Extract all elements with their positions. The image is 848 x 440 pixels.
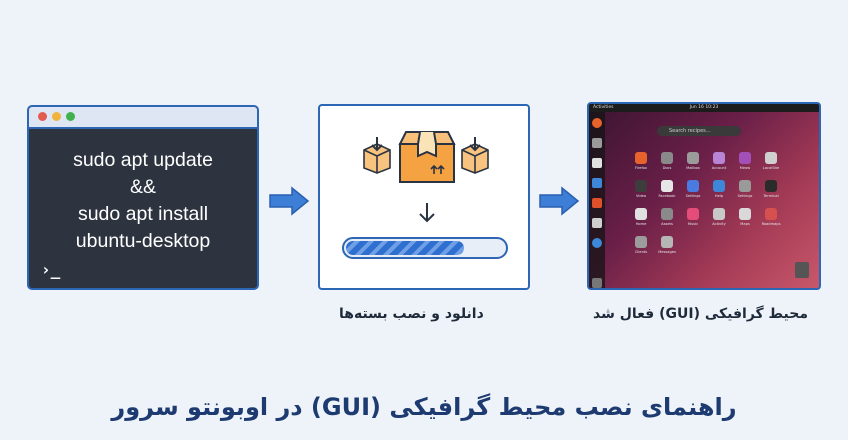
terminal-titlebar	[29, 107, 257, 129]
app-launcher: Assets	[655, 208, 679, 226]
app-label: Messages	[658, 250, 676, 254]
app-launcher: LocalSite	[759, 152, 783, 170]
app-launcher: Clients	[629, 236, 653, 254]
activities-label: Activities	[593, 105, 614, 110]
app-label: Settings	[737, 194, 753, 198]
app-icon	[687, 180, 699, 192]
app-label: Maps	[740, 222, 750, 226]
ubuntu-desktop-preview: Activities Jun 16 10:23 Search recipes..…	[587, 102, 821, 290]
app-launcher: Docs	[655, 152, 679, 170]
mail-icon	[592, 218, 602, 228]
clock-label: Jun 16 10:23	[689, 105, 719, 110]
app-launcher: Mailbox	[681, 152, 705, 170]
terminal-window: sudo apt update && sudo apt install ubun…	[27, 105, 259, 290]
app-launcher: Video	[629, 180, 653, 198]
app-label: Settings	[685, 194, 701, 198]
install-step-caption: دانلود و نصب بسته‌ها	[339, 306, 484, 322]
app-label: Docs	[662, 166, 672, 170]
app-label: Facebook	[658, 194, 676, 198]
download-box-icon	[363, 137, 391, 174]
app-grid-icon	[592, 278, 602, 288]
command-line: sudo apt update	[73, 149, 213, 171]
app-label: LocalSite	[762, 166, 780, 170]
app-launcher: Settings	[681, 180, 705, 198]
install-progress-bar	[342, 237, 508, 259]
app-icon	[739, 180, 751, 192]
app-launcher: Help	[707, 180, 731, 198]
app-launcher: Terminal	[759, 180, 783, 198]
app-icon	[635, 180, 647, 192]
app-icon	[635, 236, 647, 248]
desktop-dock	[589, 112, 605, 288]
maximize-dot-icon	[66, 112, 75, 121]
download-box-icon	[461, 137, 489, 174]
page-title: راهنمای نصب محیط گرافیکی (GUI) در اوبونت…	[111, 393, 737, 421]
app-label: Mailbox	[686, 166, 700, 170]
app-icon	[635, 152, 647, 164]
desktop-topbar: Activities Jun 16 10:23	[589, 104, 819, 112]
app-launcher: Facebook	[655, 180, 679, 198]
writer-icon	[592, 178, 602, 188]
app-icon	[765, 152, 777, 164]
app-icon	[661, 180, 673, 192]
app-label: Video	[635, 194, 647, 198]
app-icon	[713, 180, 725, 192]
app-icon	[661, 236, 673, 248]
app-icon	[635, 208, 647, 220]
app-icon	[687, 208, 699, 220]
app-icon	[713, 152, 725, 164]
app-launcher: Maps	[733, 208, 757, 226]
app-launcher: Meow	[733, 152, 757, 170]
app-launcher: Account	[707, 152, 731, 170]
desktop-step-caption: محیط گرافیکی (GUI) فعال شد	[593, 306, 809, 322]
terminal-command: sudo apt update && sudo apt install ubun…	[29, 147, 257, 255]
app-icon	[739, 208, 751, 220]
app-label: Home	[635, 222, 647, 226]
app-icon	[765, 208, 777, 220]
app-label: Activity	[712, 222, 726, 226]
app-icon	[661, 152, 673, 164]
app-launcher: Home	[629, 208, 653, 226]
terminal-prompt: ›_	[41, 260, 61, 279]
app-launcher: Firefox	[629, 152, 653, 170]
app-icon	[765, 180, 777, 192]
firefox-icon	[592, 118, 602, 128]
install-progress-fill	[346, 241, 464, 255]
files-icon	[592, 138, 602, 148]
minimize-dot-icon	[52, 112, 61, 121]
app-launcher: Roadmaps	[759, 208, 783, 226]
app-icon	[687, 152, 699, 164]
app-icon	[713, 208, 725, 220]
app-launcher: Activity	[707, 208, 731, 226]
download-arrow-icon	[419, 203, 435, 223]
package-box-icon	[398, 131, 456, 183]
right-arrow-icon	[269, 186, 310, 216]
app-label: Music	[687, 222, 699, 226]
app-icon	[739, 152, 751, 164]
command-line: sudo apt install	[77, 203, 209, 225]
command-line: &&	[129, 176, 156, 198]
app-label: Account	[711, 166, 727, 170]
app-label: Firefox	[635, 166, 647, 170]
trash-icon	[795, 262, 809, 278]
app-launcher: Messages	[655, 236, 679, 254]
app-label: Terminal	[763, 194, 779, 198]
app-launcher: Music	[681, 208, 705, 226]
app-label: Clients	[634, 250, 648, 254]
app-launcher: Settings	[733, 180, 757, 198]
app-label: Roadmaps	[761, 222, 781, 226]
app-label: Meow	[739, 166, 751, 170]
desktop-search-input: Search recipes...	[657, 126, 741, 136]
docs-icon	[592, 158, 602, 168]
command-line: ubuntu-desktop	[75, 230, 211, 252]
install-step-panel	[318, 104, 530, 290]
right-arrow-icon	[539, 186, 580, 216]
help-icon	[592, 238, 602, 248]
software-icon	[592, 198, 602, 208]
app-label: Help	[714, 194, 724, 198]
close-dot-icon	[38, 112, 47, 121]
app-icon	[661, 208, 673, 220]
app-label: Assets	[661, 222, 673, 226]
